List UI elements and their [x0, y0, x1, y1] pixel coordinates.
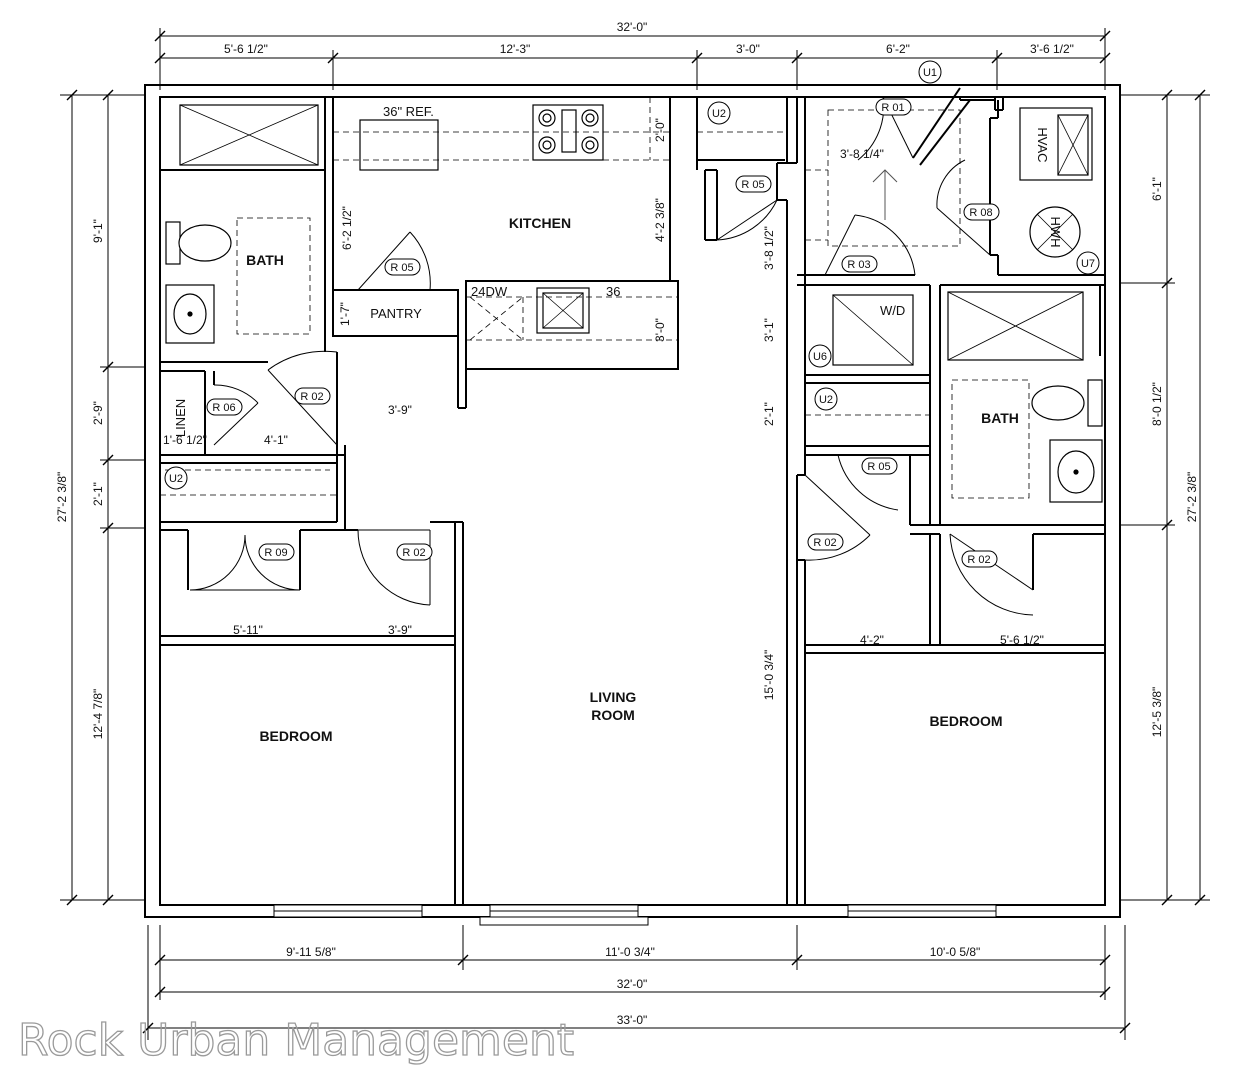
dim-closet-right: 2'-1"	[762, 402, 776, 426]
dim-top-overall: 32'-0"	[617, 20, 648, 34]
tag-r02-bedroom-right: R 02	[967, 554, 990, 566]
tag-r02-hall-right: R 02	[813, 537, 836, 549]
dim-bottom-overall: 32'-0"	[617, 977, 648, 991]
tag-u2-right: U2	[819, 394, 833, 406]
dim-bottom-1: 9'-11 5/8"	[286, 945, 336, 959]
dimension-lines	[60, 28, 1210, 1040]
dim-top-5: 3'-6 1/2"	[1030, 42, 1074, 56]
dim-bottom-total: 33'-0"	[617, 1013, 648, 1027]
tag-u6: U6	[813, 351, 827, 363]
dim-kitchen-ref-depth: 2'-0"	[653, 118, 667, 142]
room-living-line1: LIVING	[590, 689, 637, 705]
dimension-labels: 32'-0" 5'-6 1/2" 12'-3" 3'-0" 6'-2" 3'-6…	[55, 20, 1199, 1027]
dim-closet-left-width: 5'-11"	[233, 623, 263, 637]
dim-top-3: 3'-0"	[736, 42, 760, 56]
tag-r01: R 01	[881, 102, 904, 114]
hvac-label: HVAC	[1035, 127, 1050, 162]
water-heater-label: HWH	[1048, 216, 1063, 247]
tag-r05-kitchen: R 05	[741, 179, 764, 191]
dim-linen-width: 1'-6 1/2"	[163, 433, 207, 447]
fixture-labels: 36" REF. 24DW 36 W/D HVAC HWH	[383, 104, 1063, 318]
door-swings	[189, 96, 1034, 616]
room-bath-left: BATH	[246, 252, 284, 268]
tag-u2-left: U2	[169, 473, 183, 485]
dim-pantry-depth: 1'-7"	[338, 302, 352, 326]
washer-dryer-label: W/D	[880, 303, 905, 318]
room-living-line2: ROOM	[591, 707, 635, 723]
tag-u1: U1	[923, 67, 937, 79]
sink-width-label: 36	[606, 284, 620, 299]
dim-bath-right-width: 5'-6 1/2"	[1000, 633, 1044, 647]
tag-r02-hall-left: R 02	[300, 391, 323, 403]
tag-r05-pantry: R 05	[390, 262, 413, 274]
dim-top-2: 12'-3"	[500, 42, 531, 56]
watermark: Rock Urban Management	[18, 1015, 574, 1066]
room-labels: KITCHEN BATH BATH PANTRY LINEN LIVING RO…	[173, 215, 1019, 744]
dim-top-1: 5'-6 1/2"	[224, 42, 268, 56]
tag-r06: R 06	[212, 402, 235, 414]
tags	[164, 60, 1100, 568]
dim-living-depth: 15'-0 3/4"	[762, 650, 776, 701]
room-linen: LINEN	[173, 399, 188, 437]
dim-pantry-width: 3'-9"	[388, 403, 412, 417]
room-bedroom-right: BEDROOM	[929, 713, 1002, 729]
tag-r03: R 03	[847, 259, 870, 271]
tag-r09: R 09	[264, 547, 287, 559]
room-kitchen: KITCHEN	[509, 215, 571, 231]
dim-bottom-3: 10'-0 5/8"	[930, 945, 981, 959]
tag-u7: U7	[1081, 258, 1095, 270]
dim-right-2: 8'-0 1/2"	[1150, 382, 1164, 426]
dim-top-4: 6'-2"	[886, 42, 910, 56]
dim-kitchen-depth: 4'-2 3/8"	[653, 198, 667, 242]
dim-laundry: 3'-1"	[762, 318, 776, 342]
dim-kitchen-height: 6'-2 1/2"	[340, 206, 354, 250]
dim-left-overall: 27'-2 3/8"	[55, 472, 69, 523]
dim-right-3: 12'-5 3/8"	[1150, 687, 1164, 738]
tag-r02-bedroom-left: R 02	[402, 547, 425, 559]
refrigerator-label: 36" REF.	[383, 104, 434, 119]
dim-hall-right: 3'-8 1/2"	[762, 226, 776, 270]
tag-u2-kitchen: U2	[712, 108, 726, 120]
tag-labels: R 01 R 05 R 08 R 03 R 05 R 06 R 02 R 09 …	[169, 67, 1095, 566]
fixtures	[165, 104, 1103, 503]
tag-r08: R 08	[969, 207, 992, 219]
room-bedroom-left: BEDROOM	[259, 728, 332, 744]
dim-right-1: 6'-1"	[1150, 177, 1164, 201]
dim-left-4: 12'-4 7/8"	[91, 689, 105, 740]
room-bath-right: BATH	[981, 410, 1019, 426]
dim-hall-width: 4'-1"	[264, 433, 288, 447]
dim-left-3: 2'-1"	[91, 482, 105, 506]
dim-bed-right-closet: 4'-2"	[860, 633, 884, 647]
entry-arrow	[872, 169, 898, 220]
dimension-ticks	[66, 30, 1206, 1034]
dim-entry-width: 3'-8 1/4"	[840, 147, 884, 161]
room-pantry: PANTRY	[370, 306, 422, 321]
dim-left-2: 2'-9"	[91, 401, 105, 425]
dim-bottom-2: 11'-0 3/4"	[605, 945, 655, 959]
windows	[273, 904, 997, 926]
dim-bed-left-door: 3'-9"	[388, 623, 412, 637]
dim-counter-depth: 3'-0"	[653, 318, 667, 342]
tag-r05-right: R 05	[867, 461, 890, 473]
dim-left-1: 9'-1"	[91, 219, 105, 243]
dim-right-overall: 27'-2 3/8"	[1185, 472, 1199, 523]
dishwasher-label: 24DW	[471, 284, 508, 299]
